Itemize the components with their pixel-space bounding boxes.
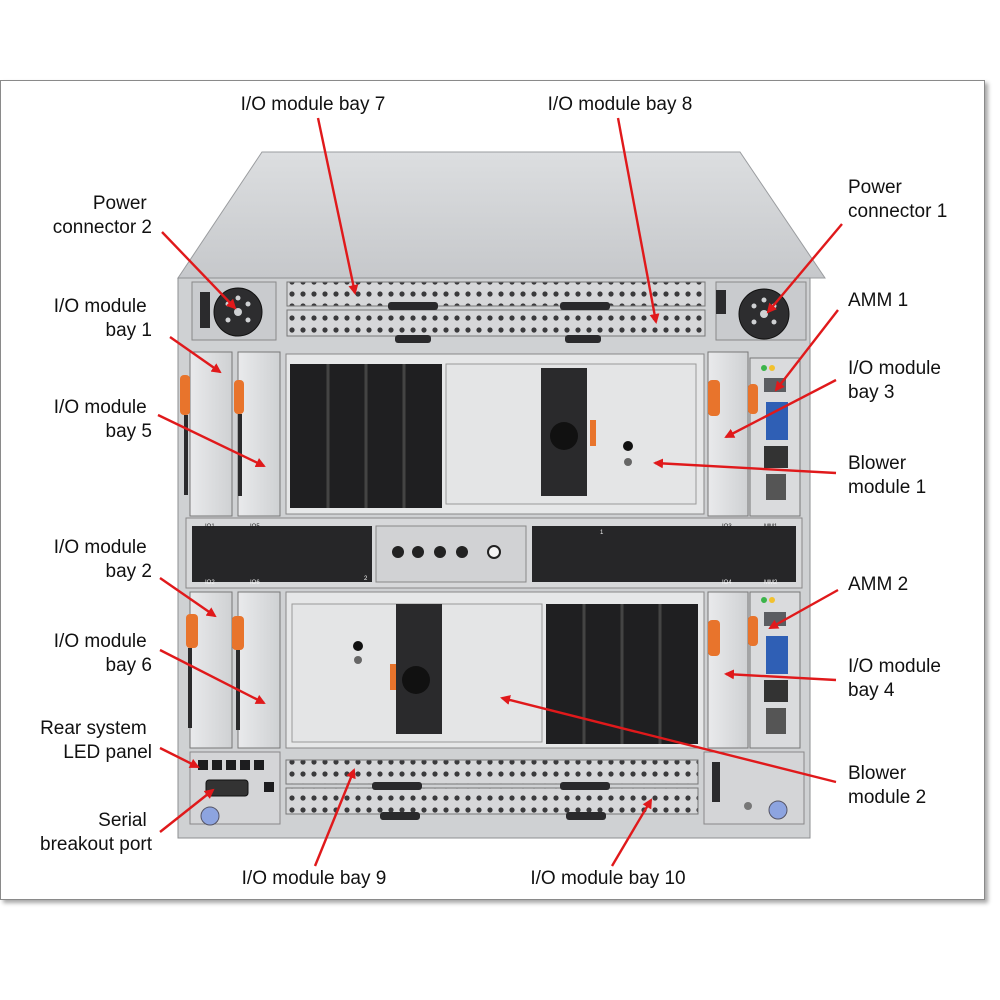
mark-io2: IO2 [205, 580, 215, 586]
blower-module-2 [285, 591, 705, 749]
label-io-bay-6: I/O module bay 6 [54, 631, 152, 676]
center-panel: IO1 IO5 1 IO3 MM1 IO2 IO6 2 IO4 MM2 [185, 517, 803, 589]
arrow-io-bay-6 [159, 648, 266, 705]
arrow-power-1 [766, 223, 843, 314]
chassis: IO1 IO5 1 IO3 MM1 IO2 IO6 2 IO4 MM2 [177, 151, 826, 839]
arrow-io-bay-3 [724, 378, 837, 439]
label-io-bay-1: I/O module bay 1 [54, 296, 152, 341]
arrow-io-bay-9 [313, 768, 356, 867]
arrow-amm-1 [774, 309, 839, 392]
arrow-io-bay-8 [616, 117, 660, 324]
label-blower-2: Blower module 2 [848, 763, 926, 808]
io-bay-5-module [234, 351, 281, 517]
label-io-bay-9: I/O module bay 9 [242, 868, 387, 889]
label-amm-1: AMM 1 [848, 290, 908, 311]
label-power-1: Power connector 1 [848, 177, 947, 222]
label-power-2: Power connector 2 [53, 193, 152, 238]
amm-1-module [748, 357, 801, 517]
label-io-bay-5: I/O module bay 5 [54, 397, 152, 442]
io-bay-6-module [232, 591, 281, 749]
label-blower-1: Blower module 1 [848, 453, 926, 498]
chassis-top-cover [177, 151, 826, 279]
mark-mm2: MM2 [764, 580, 778, 586]
mark-mm1: MM1 [764, 524, 778, 530]
arrow-io-bay-5 [157, 413, 266, 468]
callout-labels: I/O module bay 7 I/O module bay 8 Power … [40, 94, 947, 889]
io-bay-9-slot [285, 759, 699, 785]
callout-arrows [157, 117, 843, 867]
serial-breakout-port [200, 779, 274, 826]
label-serial: Serial breakout port [40, 810, 153, 855]
label-io-bay-4: I/O module bay 4 [848, 656, 946, 701]
label-io-bay-3: I/O module bay 3 [848, 358, 946, 403]
io-bay-8-slot [286, 309, 706, 337]
io-bay-4-module [707, 591, 749, 749]
arrow-amm-2 [768, 588, 839, 630]
mark-2: 2 [364, 576, 368, 582]
io-bay-1-module [180, 351, 233, 517]
arrow-io-bay-1 [169, 336, 222, 374]
label-io-bay-8: I/O module bay 8 [548, 94, 693, 115]
arrow-blower-1 [653, 458, 837, 475]
blower-module-1 [285, 353, 705, 515]
arrow-io-bay-10 [610, 798, 653, 867]
io-bay-7-slot [286, 281, 706, 307]
mark-1: 1 [600, 530, 604, 536]
right-bottom-panel [703, 751, 805, 825]
arrow-blower-2 [500, 695, 837, 784]
io-bay-10-slot [285, 787, 699, 815]
mark-io6: IO6 [250, 580, 260, 586]
power-connector-1 [715, 281, 807, 341]
mark-io3: IO3 [722, 524, 732, 530]
arrow-rear-led [159, 746, 200, 769]
io-bay-3-module [707, 351, 749, 517]
mark-io4: IO4 [722, 580, 732, 586]
mark-io1: IO1 [205, 524, 215, 530]
amm-2-module [748, 591, 801, 749]
arrow-io-bay-4 [724, 669, 837, 682]
label-io-bay-7: I/O module bay 7 [241, 94, 386, 115]
arrow-io-bay-7 [316, 117, 359, 295]
arrow-serial [159, 788, 215, 833]
label-rear-led: Rear system LED panel [40, 718, 152, 763]
label-amm-2: AMM 2 [848, 574, 908, 595]
arrow-power-2 [161, 231, 237, 310]
label-io-bay-10: I/O module bay 10 [530, 868, 685, 889]
label-io-bay-2: I/O module bay 2 [54, 537, 152, 582]
power-connector-2 [191, 281, 277, 341]
mark-io5: IO5 [250, 524, 260, 530]
io-bay-2-module [186, 591, 233, 749]
arrow-io-bay-2 [159, 577, 217, 618]
